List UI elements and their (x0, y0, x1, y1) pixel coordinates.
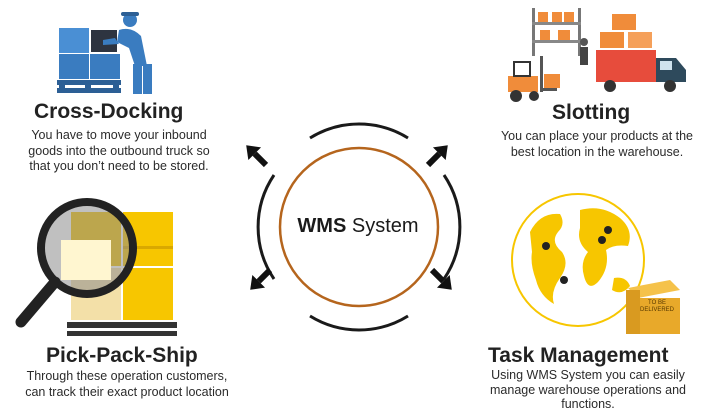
cross-docking-title: Cross-Docking (34, 100, 184, 123)
pick-pack-ship-title: Pick-Pack-Ship (46, 344, 198, 367)
center-label-rest: System (346, 215, 419, 237)
task-management-desc: Using WMS System you can easily manage w… (470, 368, 706, 412)
slotting-title: Slotting (552, 101, 631, 124)
globe-pin-icon (511, 193, 680, 334)
cross-docking-desc: You have to move your inbound goods into… (6, 128, 232, 175)
worker-pallet-icon (57, 12, 152, 94)
task-management-line-3: functions. (561, 397, 615, 411)
forklift-truck-icon (508, 8, 686, 102)
pick-pack-ship-desc: Through these operation customers, can t… (4, 369, 250, 400)
slotting-line-1: You can place your products at the (500, 129, 694, 143)
center-label-bold: WMS (297, 215, 347, 237)
task-management-line-2: manage warehouse operations and (490, 382, 686, 397)
slotting-desc: You can place your products at the best … (484, 129, 710, 160)
pick-pack-ship-line-1: Through these operation customers, (26, 369, 228, 383)
center-label: WMS System (268, 215, 448, 238)
box-label-line-2: DELIVERED (639, 307, 674, 313)
cross-docking-line-3: that you don’t need to be stored. (29, 159, 209, 173)
cross-docking-line-1: You have to move your inbound (31, 128, 207, 142)
magnifier-boxes-icon (15, 198, 177, 336)
slotting-line-2: best location in the warehouse. (510, 144, 684, 159)
box-label-line-1: TO BE (648, 300, 666, 306)
box-label: TO BE DELIVERED (636, 300, 678, 314)
cross-docking-line-2: goods into the outbound truck so (28, 143, 210, 158)
task-management-title: Task Management (488, 344, 669, 367)
task-management-line-1: Using WMS System you can easily (491, 368, 685, 382)
pick-pack-ship-line-2: can track their exact product location (25, 384, 229, 399)
